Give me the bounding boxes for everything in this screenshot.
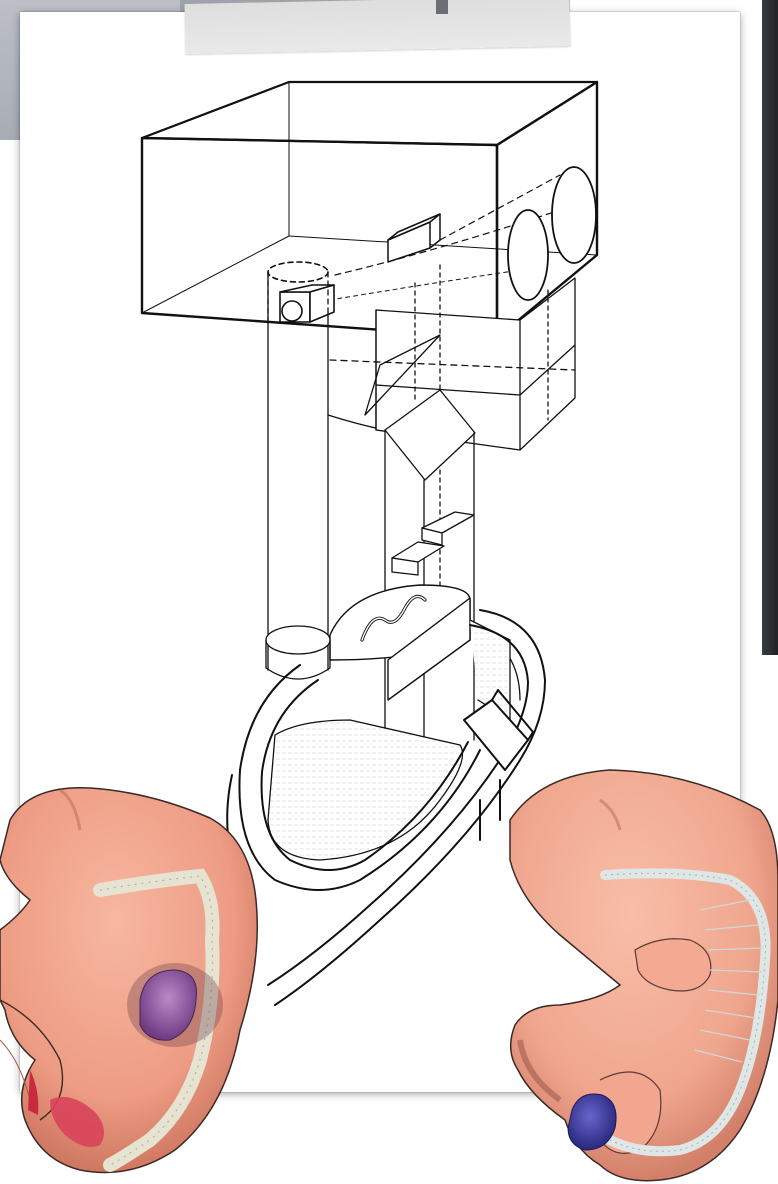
embryo-left	[0, 788, 257, 1173]
focus-knob	[266, 626, 330, 679]
sample-dish	[330, 585, 470, 700]
embryo-right	[510, 770, 778, 1181]
beam-cage	[330, 265, 575, 480]
lens-pair	[508, 167, 596, 300]
objective-cube	[268, 262, 334, 322]
